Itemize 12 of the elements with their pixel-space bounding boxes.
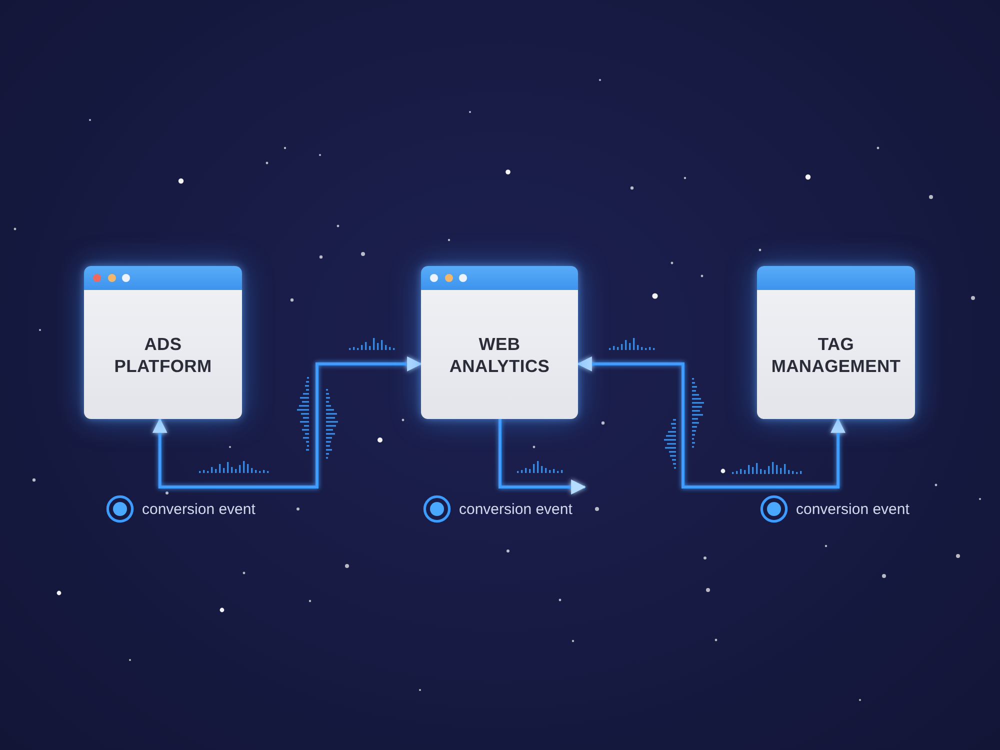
window-label: WEB ANALYTICS — [449, 332, 550, 376]
event-label: conversion event — [796, 500, 910, 518]
event-label: conversion event — [142, 500, 256, 518]
browser-window — [757, 266, 915, 419]
connector-arrow — [498, 419, 586, 494]
browser-window — [84, 266, 242, 419]
window-label: ADS PLATFORM — [114, 332, 212, 376]
connector-arrow — [152, 356, 422, 488]
connector-arrow — [576, 356, 846, 488]
event-label: conversion event — [459, 500, 572, 518]
browser-window — [421, 266, 578, 419]
window-label: TAG MANAGEMENT — [771, 332, 901, 376]
